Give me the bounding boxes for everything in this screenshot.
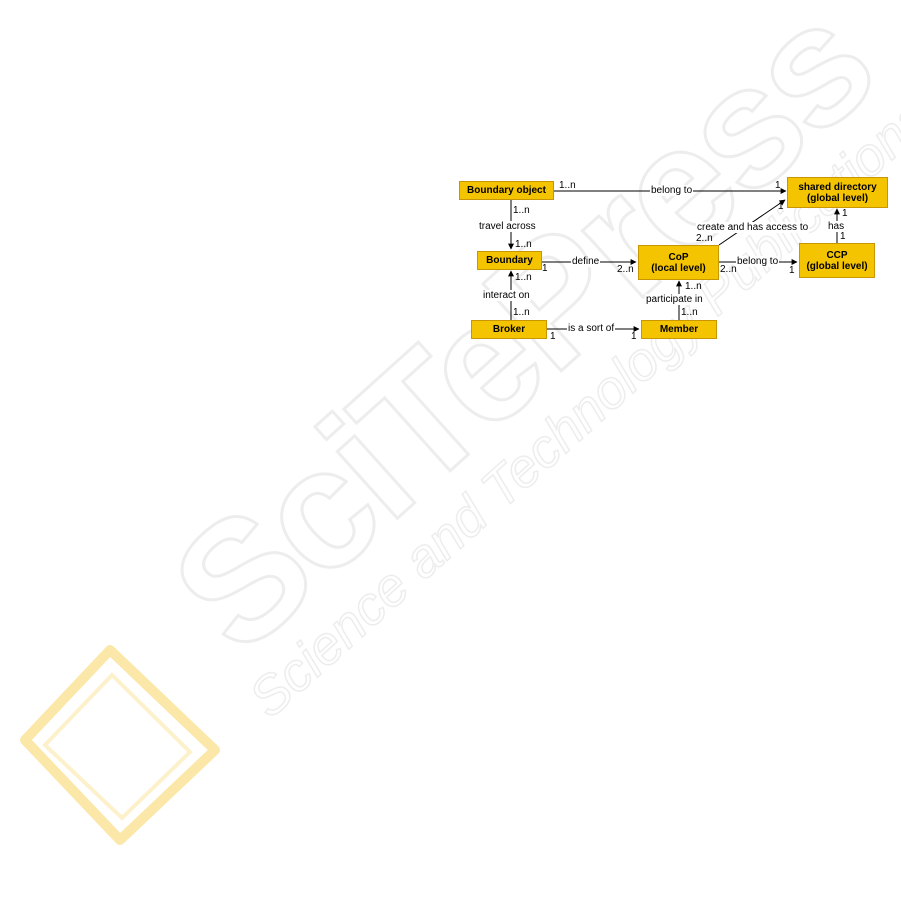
node-boundary: Boundary	[477, 251, 542, 270]
multiplicity-bo-boundary-to: 1..n	[515, 239, 532, 250]
multiplicity-cop-sd-to: 1	[778, 201, 784, 212]
multiplicity-ccp-sd-to: 1	[842, 208, 848, 219]
multiplicity-boundary-cop-from: 1	[542, 263, 548, 274]
relation-label-boundary-cop: define	[571, 256, 601, 267]
relation-label-member-cop: participate in	[645, 294, 704, 305]
node-shared-directory: shared directory (global level)	[787, 177, 888, 208]
multiplicity-boundary-cop-to: 2..n	[617, 264, 634, 275]
node-boundary-object: Boundary object	[459, 181, 554, 200]
relation-label-broker-member: is a sort of	[567, 323, 616, 334]
node-cop: CoP (local level)	[638, 245, 719, 280]
relation-label-ccp-sd: has	[827, 221, 846, 232]
relation-label-bo-boundary: travel across	[478, 221, 537, 232]
node-ccp: CCP (global level)	[799, 243, 875, 278]
node-member: Member	[641, 320, 717, 339]
multiplicity-cop-ccp-from: 2..n	[720, 264, 737, 275]
multiplicity-cop-ccp-to: 1	[789, 265, 795, 276]
node-broker: Broker	[471, 320, 547, 339]
multiplicity-member-cop-to: 1..n	[685, 281, 702, 292]
multiplicity-broker-boundary-to: 1..n	[515, 272, 532, 283]
multiplicity-ccp-sd-from: 1	[840, 231, 846, 242]
relation-label-broker-boundary: interact on	[482, 290, 531, 301]
relation-label-cop-sd: create and has access to	[696, 222, 810, 233]
multiplicity-broker-member-to: 1	[631, 331, 637, 342]
multiplicity-bo-sd-to: 1	[775, 180, 781, 191]
multiplicity-bo-sd-from: 1..n	[559, 180, 576, 191]
multiplicity-member-cop-from: 1..n	[681, 307, 698, 318]
relation-label-cop-ccp: belong to	[736, 256, 780, 267]
relation-label-bo-sd: belong to	[650, 185, 694, 196]
multiplicity-bo-boundary-from: 1..n	[513, 205, 530, 216]
multiplicity-broker-member-from: 1	[550, 331, 556, 342]
multiplicity-broker-boundary-from: 1..n	[513, 307, 530, 318]
multiplicity-cop-sd-from: 2..n	[696, 233, 713, 244]
